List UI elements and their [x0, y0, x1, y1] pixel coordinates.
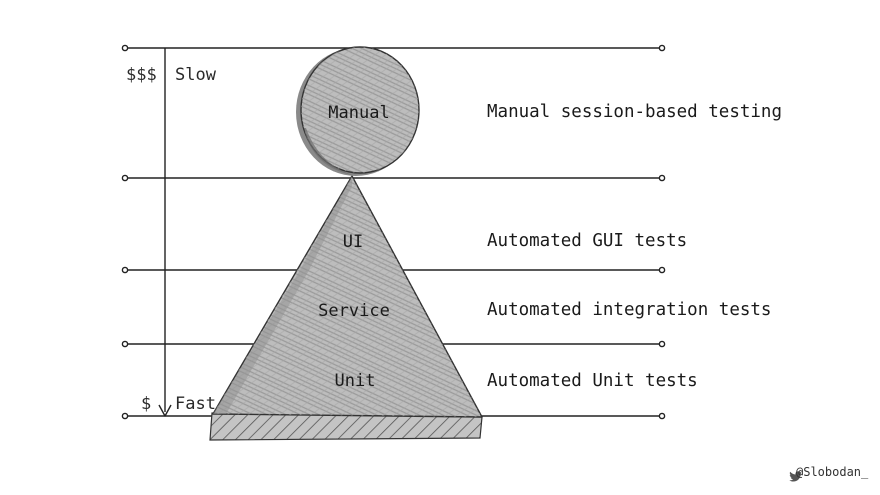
cost-high-label: $$$ — [126, 65, 157, 85]
layer-description-manual: Manual session-based testing — [487, 102, 782, 122]
speed-low-label: Fast — [175, 394, 216, 414]
layer-label-manual: Manual — [328, 103, 389, 123]
layer-label-service: Service — [318, 301, 390, 321]
author-credit: @Slobodan_ — [789, 465, 869, 482]
layer-description-ui: Automated GUI tests — [487, 231, 687, 251]
layer-label-unit: Unit — [335, 371, 376, 391]
speed-high-label: Slow — [175, 65, 217, 85]
layer-label-ui: UI — [343, 232, 363, 252]
divider-line-top — [121, 44, 666, 52]
twitter-bird-icon — [789, 471, 802, 482]
divider-line-1 — [121, 174, 666, 182]
layer-description-unit: Automated Unit tests — [487, 371, 698, 391]
author-handle: @Slobodan_ — [796, 465, 869, 479]
test-pyramid — [209, 175, 483, 441]
layer-description-service: Automated integration tests — [487, 300, 771, 320]
manual-sphere — [296, 46, 420, 176]
cost-speed-arrow — [158, 48, 172, 417]
cost-low-label: $ — [141, 394, 151, 414]
